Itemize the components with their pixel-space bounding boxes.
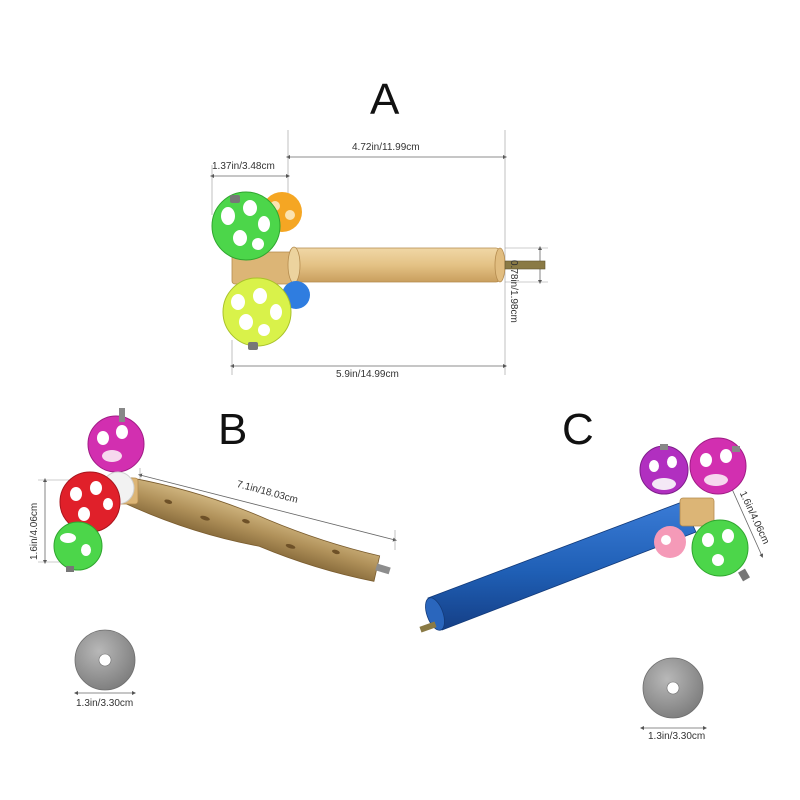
ball-pink-c [654, 526, 686, 558]
dim-b-washer: 1.3in/3.30cm [76, 698, 134, 709]
ball-magenta-c [689, 437, 747, 495]
ball-green [211, 191, 281, 261]
ball-yellow [222, 277, 292, 350]
washer-c [642, 657, 704, 719]
dim-b-head-height: 1.6in/4.06cm [29, 502, 40, 560]
ball-green-b [53, 521, 103, 572]
dim-a-length: 4.72in/11.99cm [352, 142, 420, 153]
panel-b-label: B [218, 405, 248, 454]
ball-purple-c [639, 444, 689, 495]
ball-green-c [691, 519, 750, 582]
dim-c-washer: 1.3in/3.30cm [648, 731, 706, 742]
ball-red [59, 471, 121, 533]
dim-a-total-length: 5.9in/14.99cm [336, 369, 399, 380]
panel-a-label: A [370, 75, 400, 124]
dim-a-head-width: 1.37in/3.48cm [212, 161, 275, 172]
perch-c [419, 437, 764, 730]
washer-b [74, 629, 136, 691]
ball-magenta [87, 408, 145, 473]
dim-a-diameter: 0.78in/1.98cm [508, 260, 519, 323]
perch-b [38, 408, 397, 695]
panel-c-label: C [562, 405, 594, 454]
perch-a [210, 130, 548, 375]
